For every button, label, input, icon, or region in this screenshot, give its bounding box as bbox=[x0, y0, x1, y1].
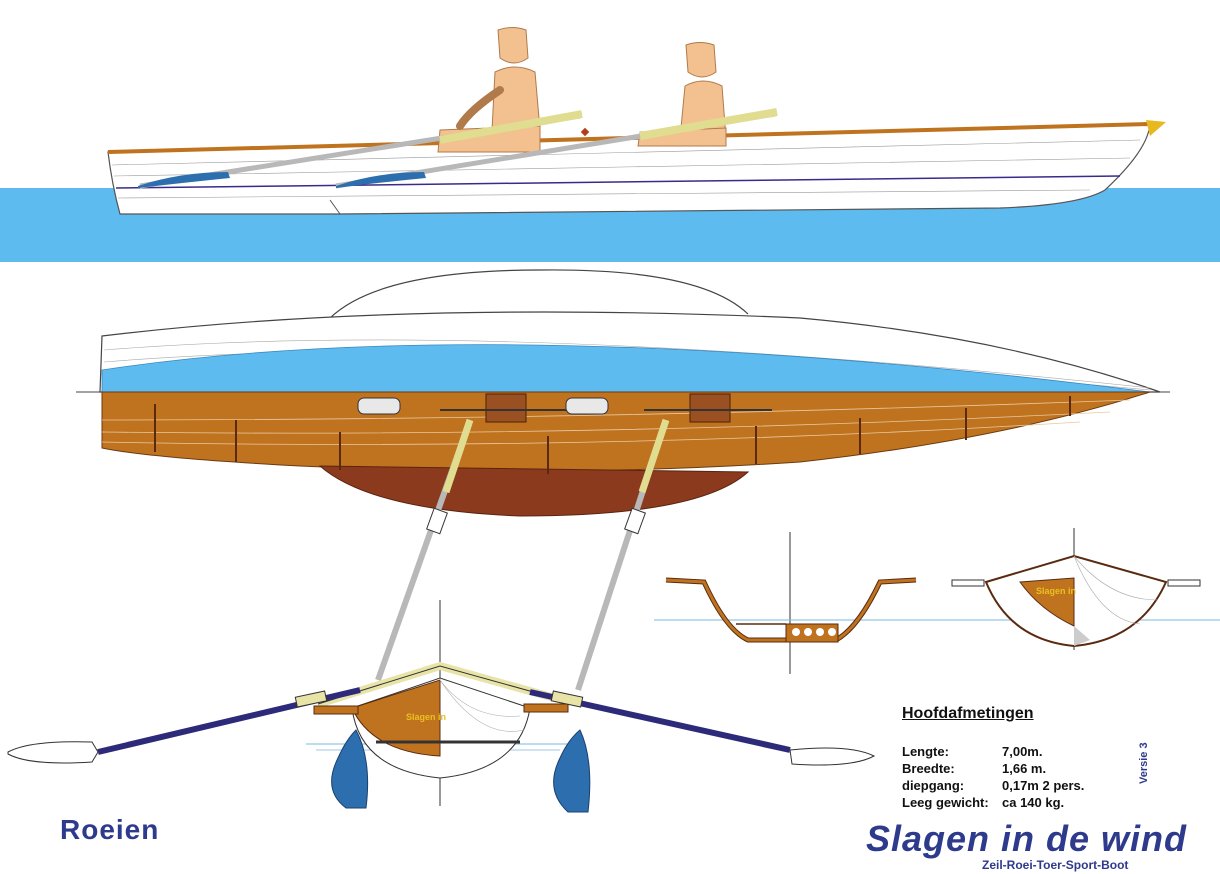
bow-tip bbox=[1146, 120, 1166, 136]
brand-subtitle: Zeil-Roei-Toer-Sport-Boot bbox=[982, 858, 1129, 872]
brand-name: Slagen in de wind bbox=[866, 818, 1188, 859]
bow-section-hull bbox=[984, 554, 1168, 648]
spec-label-width: Breedte: bbox=[902, 761, 955, 776]
front-view: Slagen in bbox=[7, 600, 876, 813]
blue-blade-right bbox=[553, 729, 591, 813]
front-hull-wood bbox=[351, 679, 441, 757]
front-blade-right bbox=[789, 747, 876, 766]
section-view-bow: Slagen in bbox=[920, 528, 1220, 650]
spec-value-length: 7,00m. bbox=[1002, 744, 1043, 759]
seat-fore bbox=[565, 393, 772, 423]
front-blade-left bbox=[7, 741, 99, 764]
side-blade-fore bbox=[336, 172, 426, 188]
specs-title: Hoofdafmetingen bbox=[902, 705, 1034, 722]
spec-label-draft: diepgang: bbox=[902, 778, 965, 793]
spec-value-weight: ca 140 kg. bbox=[1002, 795, 1065, 810]
section-view-midship bbox=[654, 532, 946, 674]
version-label: Versie 3 bbox=[1138, 742, 1150, 784]
spec-label-length: Lengte: bbox=[902, 744, 949, 759]
spec-value-width: 1,66 m. bbox=[1002, 761, 1047, 776]
spec-value-draft: 0,17m 2 pers. bbox=[1002, 778, 1085, 793]
hull-label-front: Slagen in bbox=[406, 712, 446, 722]
keel bbox=[318, 465, 750, 517]
side-view bbox=[0, 27, 1220, 262]
cockpit-cover bbox=[329, 269, 749, 319]
side-blade-aft bbox=[138, 172, 230, 188]
blue-blade-left bbox=[331, 729, 369, 809]
page-title: Roeien bbox=[60, 814, 160, 845]
bow-section-wood bbox=[1019, 577, 1075, 627]
side-stripe bbox=[115, 175, 1121, 189]
plan-view bbox=[76, 269, 1170, 691]
hull-label-section: Slagen in bbox=[1036, 586, 1076, 596]
spec-label-weight: Leeg gewicht: bbox=[902, 795, 989, 810]
hull-lower bbox=[101, 391, 1151, 472]
cockpit-water bbox=[101, 344, 1151, 393]
seat-aft bbox=[357, 393, 570, 423]
frames bbox=[154, 396, 1071, 474]
